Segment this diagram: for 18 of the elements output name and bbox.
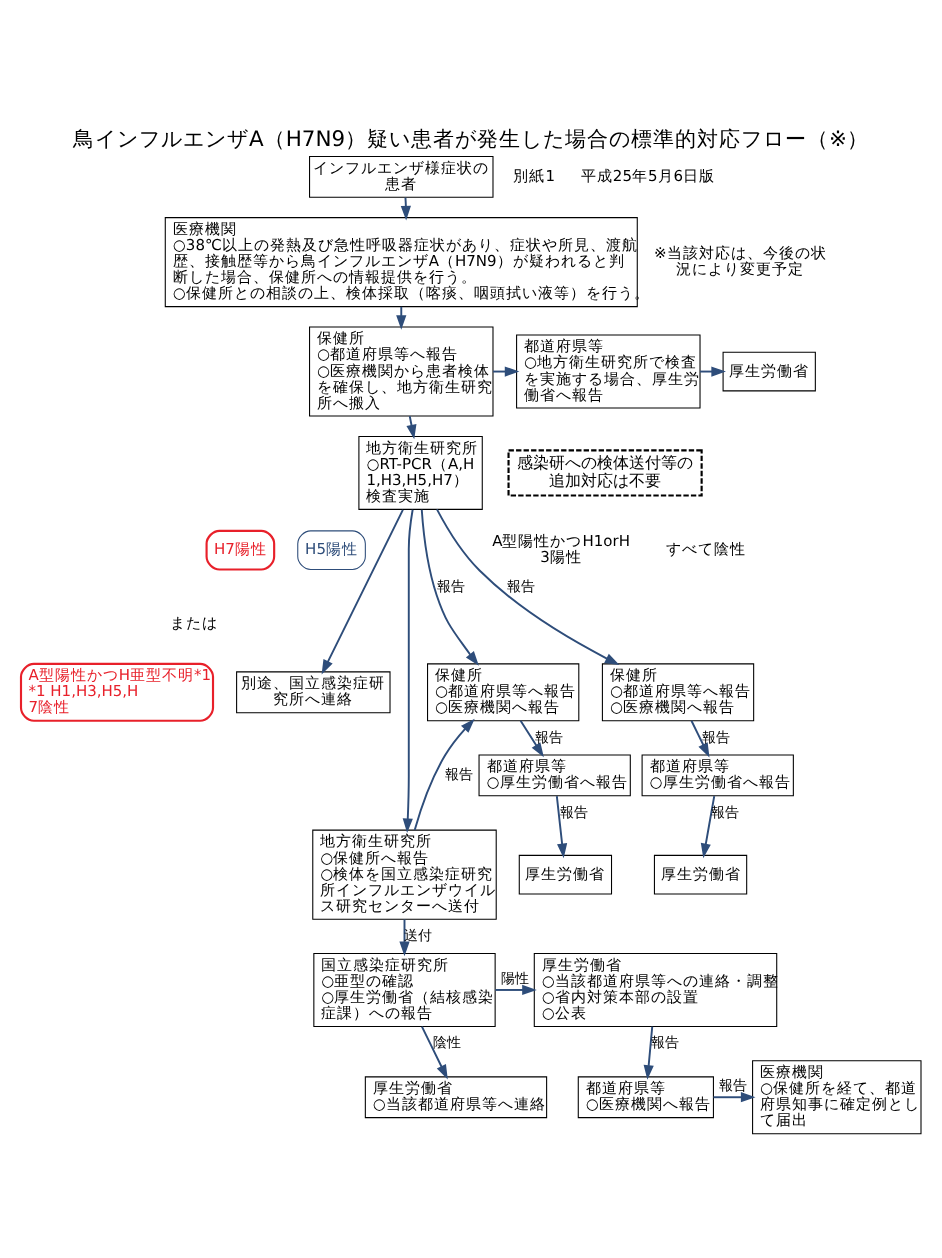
arrow bbox=[406, 415, 417, 440]
arrow bbox=[643, 1025, 654, 1080]
arrow bbox=[321, 508, 404, 675]
arrow bbox=[413, 718, 475, 831]
arrow bbox=[712, 1092, 756, 1103]
arrow bbox=[690, 719, 710, 758]
arrow bbox=[399, 918, 410, 957]
arrow bbox=[492, 366, 520, 377]
arrow bbox=[555, 795, 568, 859]
arrow bbox=[699, 366, 726, 377]
arrow bbox=[420, 508, 479, 666]
arrow bbox=[494, 984, 537, 996]
diagram-title: 鳥インフルエンザA（H7N9）疑い患者が発生した場合の標準的対応フロー（※） bbox=[72, 125, 870, 152]
arrow bbox=[519, 719, 544, 758]
arrow bbox=[402, 508, 414, 833]
arrow bbox=[436, 508, 620, 665]
arrow bbox=[420, 1025, 448, 1080]
arrow bbox=[700, 795, 716, 859]
